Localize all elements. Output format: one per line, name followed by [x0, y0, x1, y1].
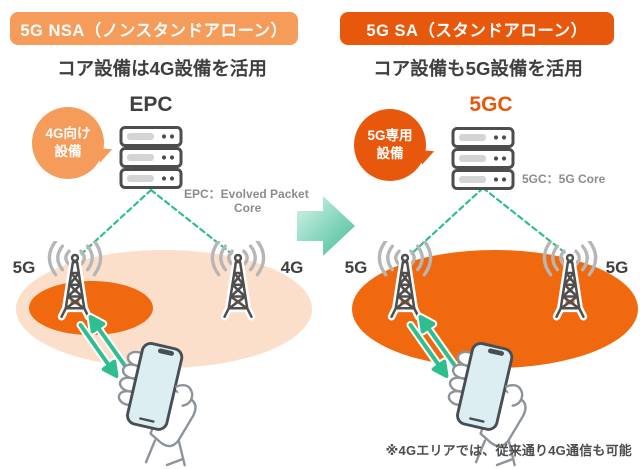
tower-label-4g: 4G: [280, 258, 304, 277]
speech-bubble-4g: 4G向け 設備: [32, 107, 104, 179]
server-icon: [119, 126, 183, 189]
tower-label-5g: 5G: [605, 258, 629, 277]
footnote: ※4Gエリアでは、従来通り4G通信も可能: [385, 443, 632, 458]
antenna-tower-icon: [528, 241, 612, 321]
epc-note-line2: Core: [234, 201, 262, 216]
epc-note: EPC：Evolved Packet Core: [184, 187, 314, 216]
nsa-header-label: 5G NSA（ノンスタンドアローン）: [20, 21, 288, 40]
speech-bubble-5g: 5G専用 設備: [354, 109, 426, 181]
bubble-line1: 5G専用: [367, 128, 413, 144]
tower-label-5g: 5G: [12, 258, 36, 277]
bubble-line1: 4G向け: [45, 126, 91, 142]
server-icon: [451, 127, 515, 190]
nsa-subtitle: コア設備は4G設備を活用: [57, 58, 267, 79]
fivegc-label: 5GC: [469, 93, 513, 116]
sa-header-label: 5G SA（スタンドアローン）: [366, 21, 588, 40]
sa-header-badge: 5G SA（スタンドアローン）: [340, 12, 614, 45]
nsa-header-badge: 5G NSA（ノンスタンドアローン）: [10, 12, 298, 45]
sa-subtitle: コア設備も5G設備を活用: [373, 58, 583, 79]
epc-note-line1: EPC：Evolved Packet: [184, 187, 309, 201]
fivegc-note: 5GC：5G Core: [522, 172, 606, 186]
bubble-line2: 設備: [376, 146, 404, 161]
transition-arrow-icon: [297, 196, 355, 256]
tower-label-5g: 5G: [344, 258, 368, 277]
smartphone-hand-icon: [102, 337, 212, 468]
epc-label: EPC: [129, 93, 173, 116]
bubble-line2: 設備: [54, 144, 82, 159]
antenna-tower-icon: [196, 241, 280, 321]
